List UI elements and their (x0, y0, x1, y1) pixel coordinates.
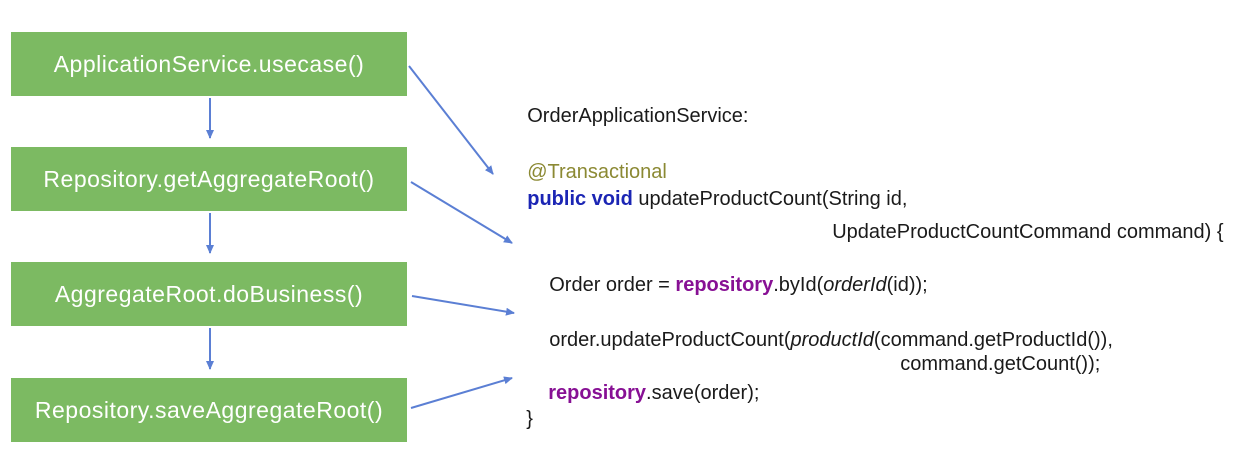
repository-field-token: repository (548, 382, 647, 404)
product-id-factory-token: productId (790, 329, 874, 351)
mapping-arrow-usecase (408, 65, 494, 175)
class-name-token: OrderApplicationService: (527, 105, 749, 127)
code-class-header: OrderApplicationService: (505, 80, 748, 152)
code-business-wrap-line: command.getCount()); (878, 328, 1100, 400)
flow-step-label: Repository.getAggregateRoot() (43, 165, 375, 192)
flow-step-repository-save: Repository.saveAggregateRoot() (11, 378, 407, 442)
code-business-line: order.updateProductCount(productId(comma… (527, 304, 1113, 376)
mapping-arrow-save-root (410, 376, 513, 409)
mapping-arrow-get-root (410, 181, 513, 244)
code-load-line: Order order = repository.byId(orderId(id… (527, 249, 928, 321)
load-mid-token: .byId( (773, 274, 824, 296)
signature-wrap-token: UpdateProductCountCommand command) { (832, 221, 1224, 243)
flow-step-label: ApplicationService.usecase() (53, 50, 365, 77)
method-signature-token: updateProductCount(String id, (632, 188, 908, 210)
code-signature-line: public void updateProductCount(String id… (505, 163, 907, 235)
keyword-token: public void (527, 188, 633, 210)
code-closing-brace: } (504, 383, 533, 455)
flow-step-aggregate-do-business: AggregateRoot.doBusiness() (11, 262, 407, 326)
annotation-token: @Transactional (527, 161, 667, 183)
save-post-token: .save(order); (646, 382, 760, 404)
repository-field-token: repository (675, 274, 774, 296)
closing-brace-token: } (526, 408, 533, 430)
flow-step-label: AggregateRoot.doBusiness() (54, 280, 364, 307)
code-signature-wrap-line: UpdateProductCountCommand command) { (810, 196, 1224, 268)
business-wrap-token: command.getCount()); (900, 353, 1101, 375)
code-annotation-line: @Transactional (505, 136, 667, 208)
business-pre-token: order.updateProductCount( (549, 329, 791, 351)
code-save-line: repository.save(order); (526, 357, 759, 429)
order-id-factory-token: orderId (823, 274, 887, 296)
flow-step-repository-get: Repository.getAggregateRoot() (11, 147, 407, 211)
load-post-token: (id)); (886, 274, 928, 296)
mapping-arrow-do-business (411, 295, 515, 316)
flow-step-application-service: ApplicationService.usecase() (11, 32, 407, 96)
business-post-token: (command.getProductId()), (873, 329, 1113, 351)
load-pre-token: Order order = (549, 274, 676, 296)
flow-step-label: Repository.saveAggregateRoot() (34, 396, 384, 423)
